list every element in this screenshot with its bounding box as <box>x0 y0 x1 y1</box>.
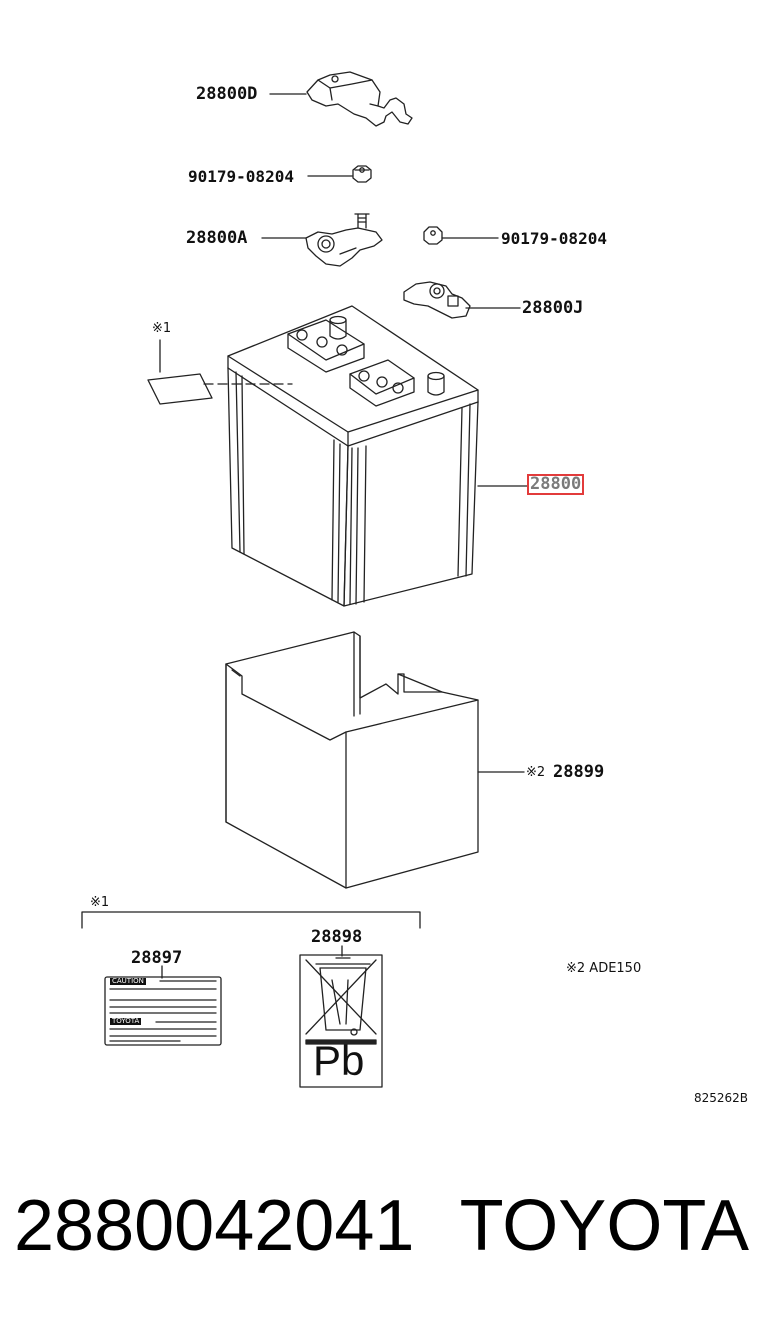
bracket-1 <box>81 911 421 929</box>
part-label-28899[interactable]: 28899 <box>553 762 605 782</box>
tray-box-drawing <box>225 631 479 889</box>
label-28898-pb-symbol: Pb <box>313 1037 365 1084</box>
figure-code: 825262B <box>694 1091 749 1105</box>
part-label-28800D[interactable]: 28800D <box>196 84 258 104</box>
label-28898-drawing <box>299 954 383 1088</box>
part-label-nut-upper[interactable]: 90179-08204 <box>188 167 294 186</box>
footer-part-number: 2880042041 <box>14 1186 415 1266</box>
label-28897-brand-tag: TOYOTA <box>110 1017 142 1025</box>
part-label-28800A[interactable]: 28800A <box>186 228 248 248</box>
footer-brand: TOYOTA <box>459 1186 749 1266</box>
note-mark-1: ※1 <box>152 321 172 336</box>
terminal-cover-drawing <box>306 71 413 127</box>
part-label-28897[interactable]: 28897 <box>131 948 183 968</box>
label-28897-caution-tag: CAUTION <box>110 977 146 985</box>
part-label-28800J[interactable]: 28800J <box>522 298 584 318</box>
footer: 2880042041 TOYOTA <box>14 1190 749 1262</box>
nut-right-drawing <box>423 226 443 245</box>
part-label-28800-highlighted[interactable]: 28800 <box>527 474 585 495</box>
label-sticker-drawing <box>147 373 213 405</box>
terminal-j-drawing <box>403 281 471 319</box>
label-28897-drawing <box>104 976 222 1046</box>
nut-upper-drawing <box>352 165 372 183</box>
bracket-mark-1: ※1 <box>90 895 110 910</box>
battery-drawing <box>227 305 479 607</box>
part-label-nut-right[interactable]: 90179-08204 <box>501 229 607 248</box>
note-ade150: ※2 ADE150 <box>566 961 642 976</box>
tray-mark-2: ※2 <box>526 765 546 780</box>
part-label-28898[interactable]: 28898 <box>311 927 363 947</box>
terminal-a-drawing <box>305 213 383 267</box>
